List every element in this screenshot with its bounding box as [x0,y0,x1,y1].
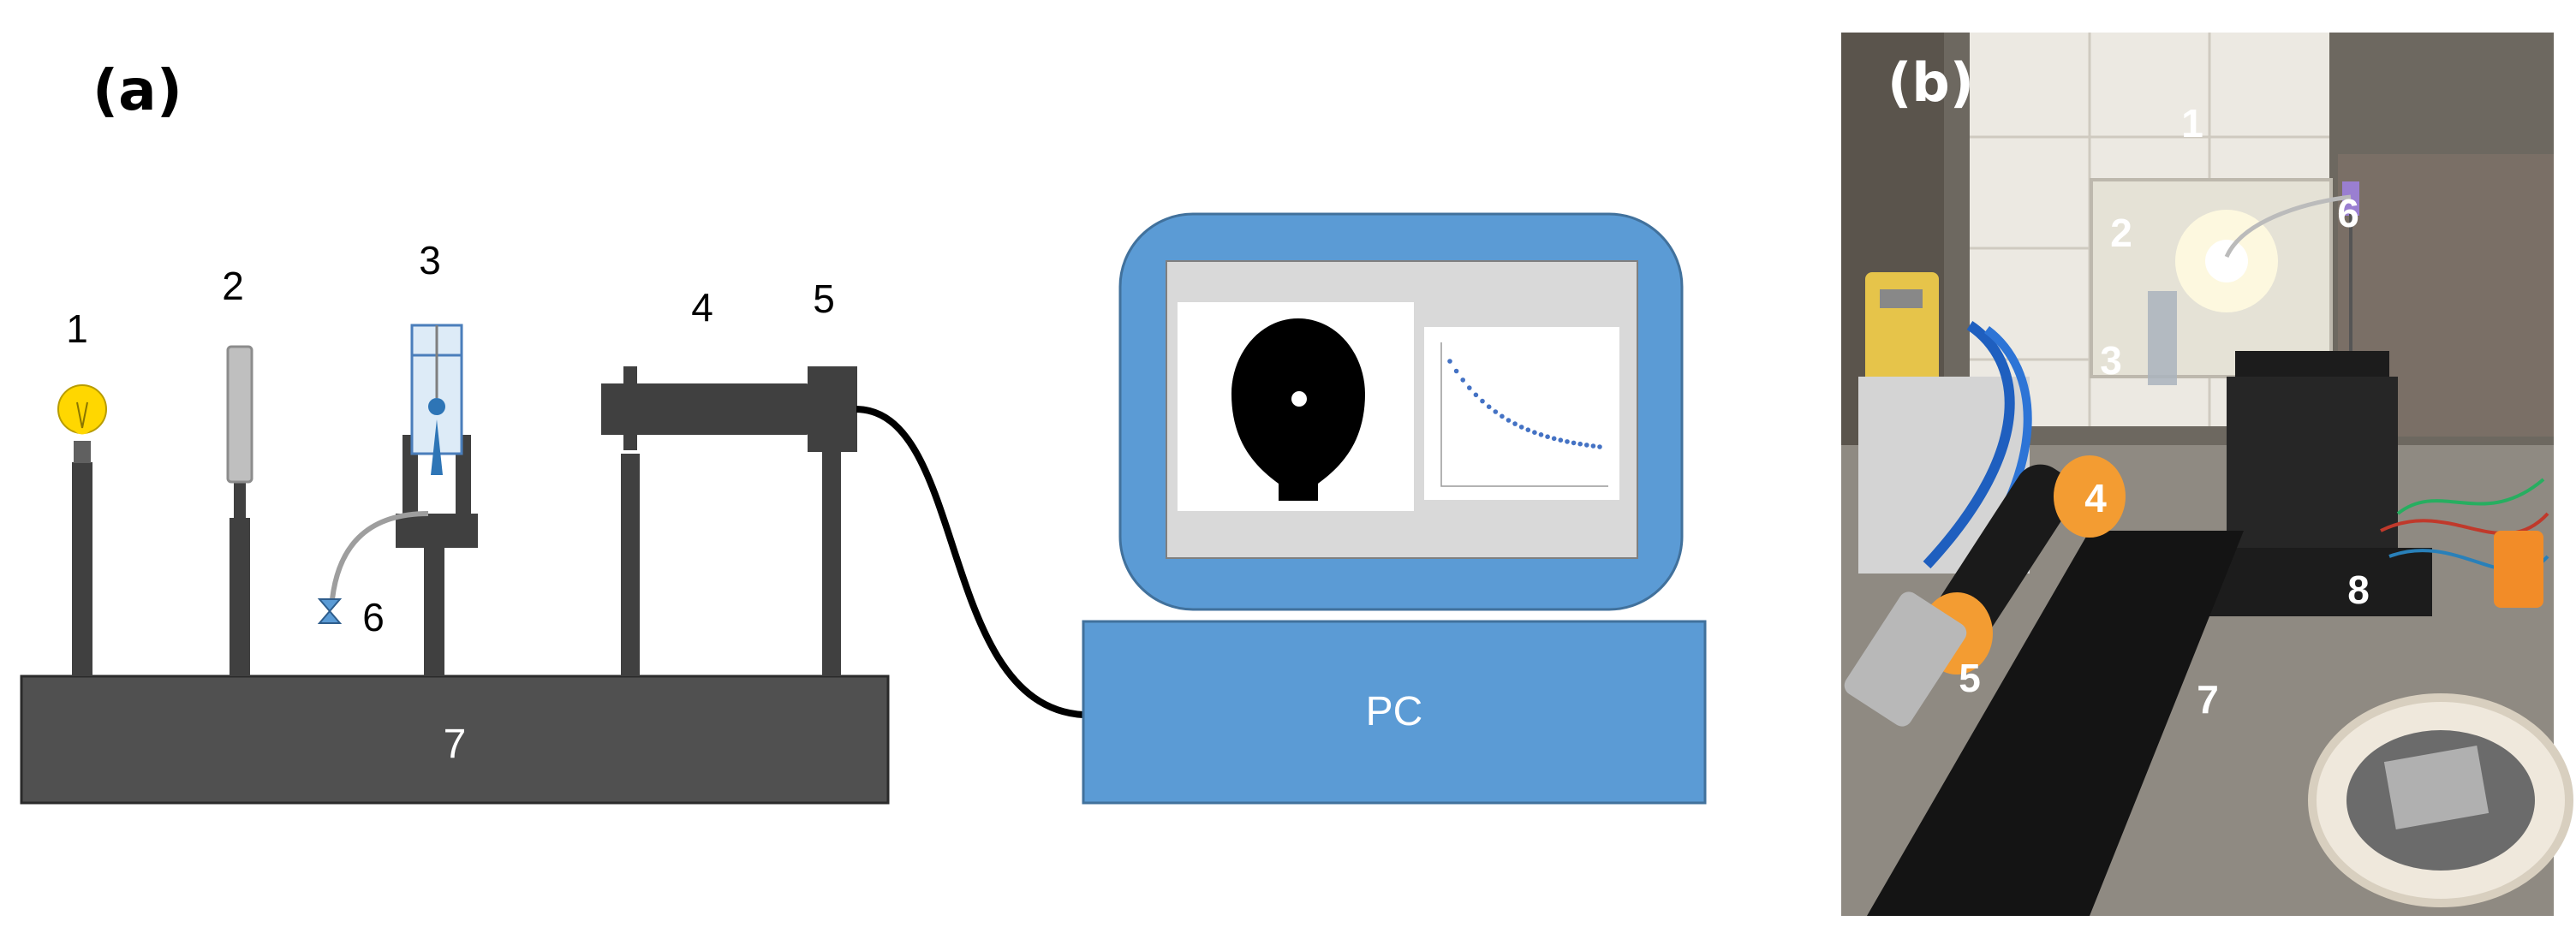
valve [317,598,343,624]
pendant-drop-silhouette [1231,318,1365,501]
photo-label-6: 6 [2337,191,2359,235]
photo-label-4: 4 [2084,476,2107,520]
plot-point [1551,436,1557,442]
pc-base [1082,620,1707,805]
panel-b-label: (b) [1887,51,1974,114]
plot-point [1571,440,1577,446]
plot-point [1506,418,1512,423]
plot-point [1480,398,1485,404]
drop-highlight [1291,391,1307,407]
plot-point [1447,359,1452,364]
diffuser [226,345,253,676]
plot-point [1486,404,1492,410]
plot-point [1493,409,1499,414]
plot-point [1597,444,1602,449]
camera-cable [856,406,1084,718]
cuvette-holder [330,324,478,676]
plot-axes [1440,342,1608,487]
plot-point [1558,437,1564,443]
plot-point [1590,443,1596,449]
plot-point [1525,427,1531,433]
label-2: 2 [222,264,244,308]
plot-point [1453,368,1459,374]
photo-label-1: 1 [2181,101,2203,146]
syringe-tubing [330,511,429,600]
label-7: 7 [444,722,467,767]
panel-b-photo: (b) 1 2 3 4 5 6 7 8 [1841,33,2573,916]
plot-point [1532,430,1537,436]
plot-panel [1424,327,1619,500]
photo-label-3: 3 [2100,338,2122,383]
label-5: 5 [813,276,835,321]
plot-point [1577,441,1583,447]
panel-a-label: (a) [92,57,182,123]
label-6: 6 [362,595,385,639]
plot-point [1538,432,1544,437]
camera [808,366,857,676]
photo-label-8: 8 [2347,568,2370,612]
plot-point [1460,377,1465,383]
optical-bench-base [20,675,890,805]
photo-label-7: 7 [2197,677,2219,722]
plot-point [1584,443,1589,448]
light-source-bulb [57,384,107,676]
panel-a-schematic: (a) 7 1 2 [20,57,1707,805]
photo-label-5: 5 [1959,656,1981,700]
computer: PC [1082,212,1707,805]
plot-point [1565,439,1570,444]
photo-label-2: 2 [2110,211,2132,255]
pc-label: PC [1366,689,1423,734]
label-4: 4 [691,285,713,330]
yellow-instrument [1865,272,1939,383]
plot-point [1518,425,1524,430]
plot-point [1512,421,1518,426]
plot-point [1500,413,1505,419]
label-1: 1 [66,306,88,351]
drop [428,398,445,415]
plot-point [1545,434,1550,439]
decay-curve-plot [1440,342,1608,487]
plot-point [1473,392,1479,398]
telecentric-lens [601,366,826,676]
label-3: 3 [419,238,441,282]
plot-point [1467,385,1472,390]
